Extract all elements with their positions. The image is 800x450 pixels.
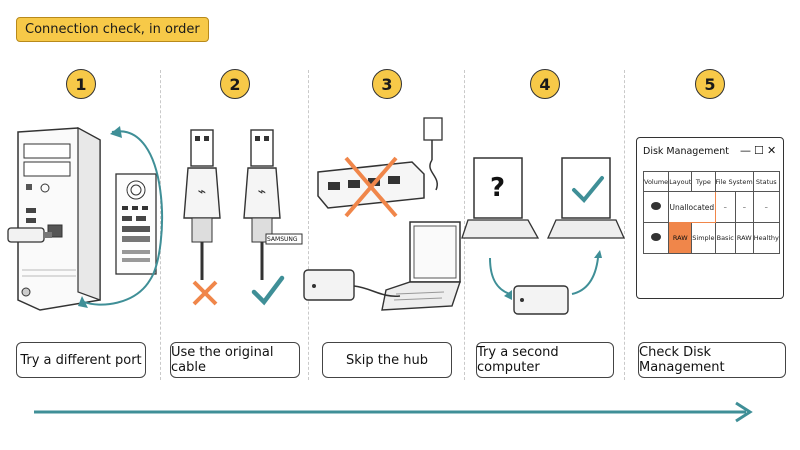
usb-hub-illustration: [303, 117, 461, 311]
disk-icon: [651, 233, 662, 241]
desktop-tower-illustration: [7, 126, 164, 311]
step-number-1: 1: [66, 69, 96, 99]
layout-cell: Unallocated: [668, 191, 716, 223]
title-badge: Connection check, in order: [16, 17, 209, 42]
disk-management-window: Disk Management — ☐ ✕ Volume Layout Type…: [636, 137, 784, 299]
question-mark: ?: [490, 173, 506, 203]
close-icon[interactable]: ✕: [767, 144, 777, 157]
step-number-3: 3: [372, 69, 402, 99]
disk-management-title: Disk Management: [643, 146, 730, 157]
step-label-5: Check Disk Management: [638, 342, 786, 378]
header-file-system: File System: [714, 171, 754, 192]
maximize-icon[interactable]: ☐: [754, 144, 764, 157]
volume-table: Volume Layout Type File System Status Un…: [642, 171, 780, 254]
fs-cell-2: RAW: [734, 222, 754, 254]
usb-cables-illustration: ⌁ ⌁: [183, 129, 303, 306]
header-layout: Layout: [668, 171, 693, 192]
step-label-3: Skip the hub: [322, 342, 452, 378]
step-label-2: Use the original cable: [170, 342, 300, 378]
column-divider: [624, 70, 625, 380]
column-divider: [464, 70, 465, 380]
cable-brand-label: SAMSUNG: [267, 236, 298, 243]
sequence-arrow: [34, 401, 753, 423]
column-divider: [160, 70, 161, 380]
table-row[interactable]: RAW Simple Basic RAW Healthy: [642, 222, 780, 254]
column-divider: [308, 70, 309, 380]
fs-cell: –: [734, 191, 754, 223]
table-row[interactable]: Unallocated – – –: [642, 191, 780, 223]
minimize-icon[interactable]: —: [740, 144, 751, 157]
two-laptops-illustration: [461, 157, 626, 315]
type-cell: –: [714, 191, 736, 223]
step-label-1: Try a different port: [16, 342, 146, 378]
header-status: Status: [752, 171, 780, 192]
fs-cell: Basic: [714, 222, 736, 254]
header-type: Type: [691, 171, 716, 192]
status-cell: Healthy: [752, 222, 780, 254]
disk-icon: [651, 202, 662, 210]
header-volume: Volume: [642, 171, 670, 192]
step-number-5: 5: [695, 69, 725, 99]
svg-text:⌁: ⌁: [198, 184, 206, 200]
layout-cell: RAW: [668, 222, 693, 254]
table-header-row: Volume Layout Type File System Status: [642, 171, 780, 192]
svg-text:⌁: ⌁: [258, 184, 266, 200]
step-number-2: 2: [220, 69, 250, 99]
step-number-4: 4: [530, 69, 560, 99]
type-cell: Simple: [691, 222, 716, 254]
step-label-4: Try a second computer: [476, 342, 614, 378]
status-cell: –: [752, 191, 780, 223]
